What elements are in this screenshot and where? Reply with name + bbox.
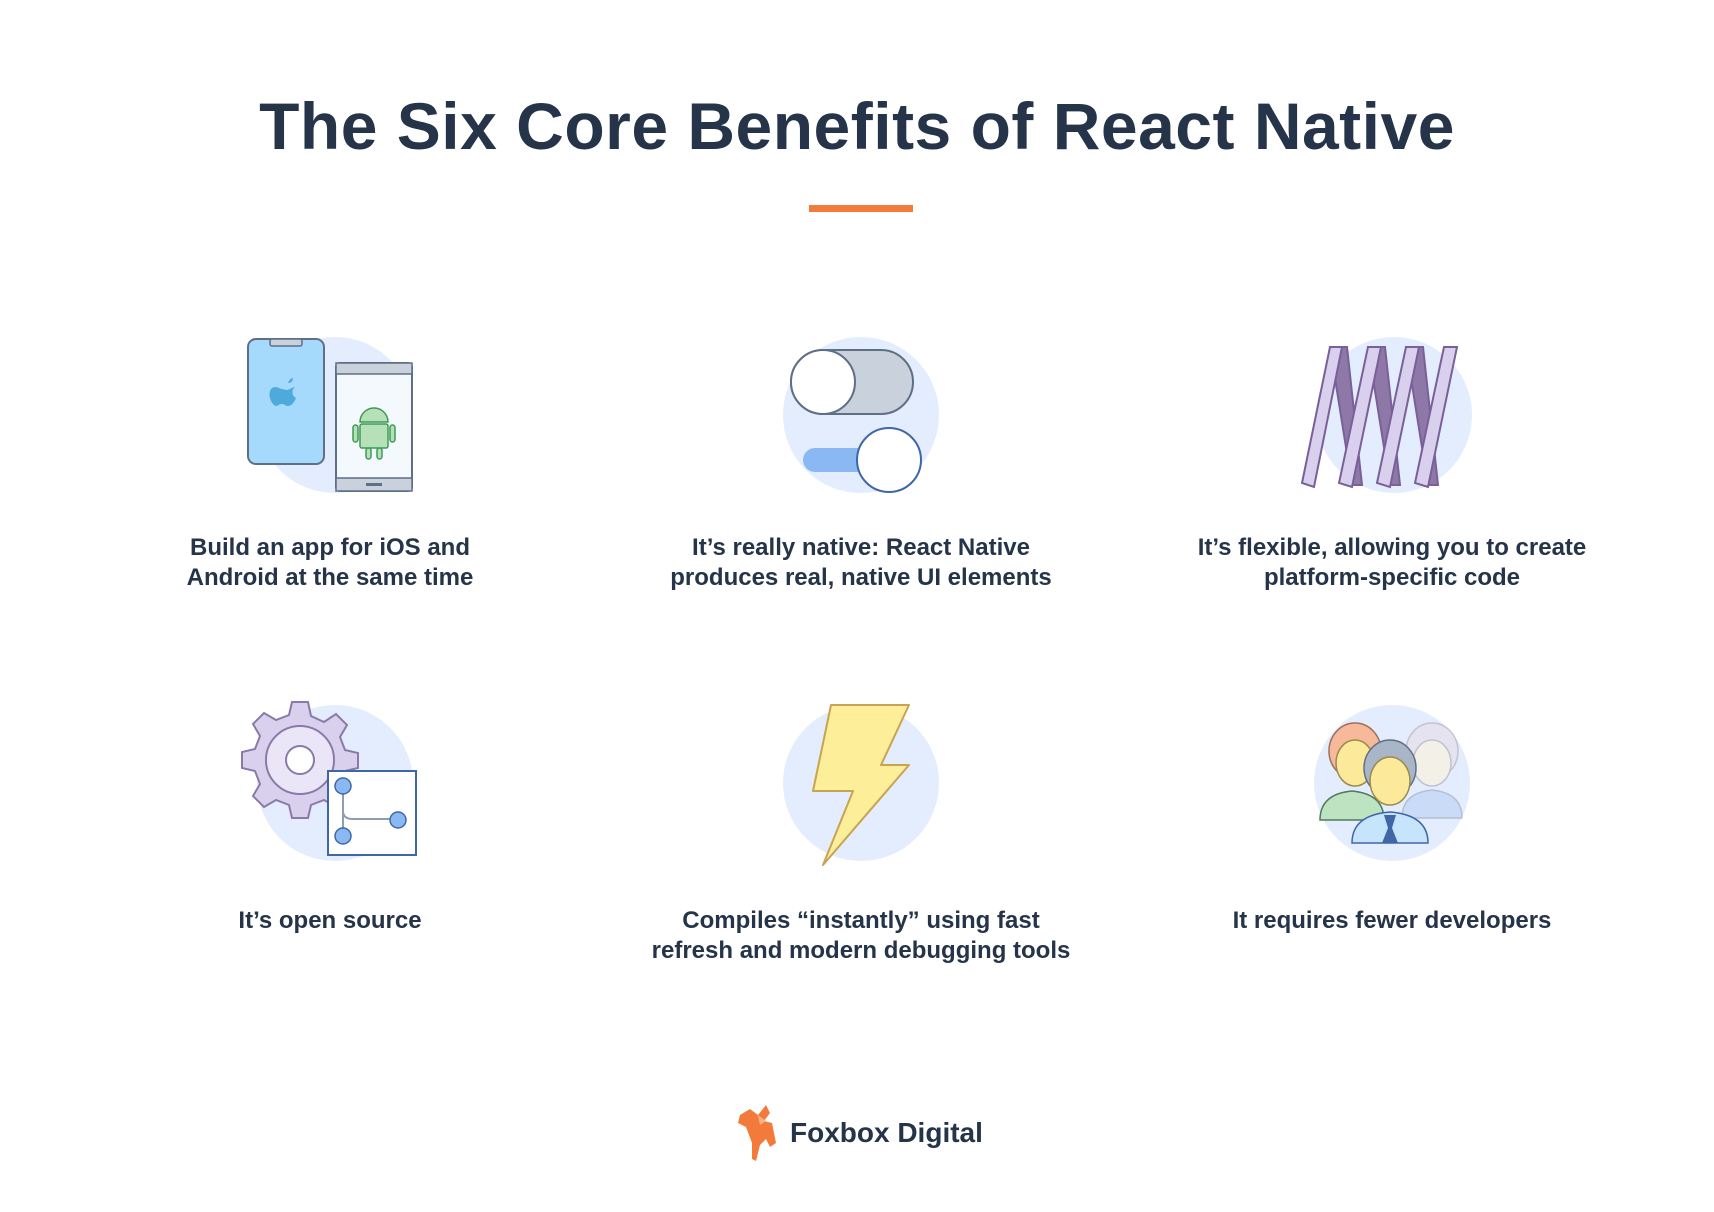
- benefit-caption-fast-refresh: Compiles “instantly” using fast refresh …: [591, 906, 1131, 966]
- gear-branch-icon: [241, 701, 417, 861]
- page-title: The Six Core Benefits of React Native: [259, 89, 1455, 163]
- caption-line: platform-specific code: [1263, 564, 1521, 591]
- developers-group-icon: [1314, 705, 1470, 861]
- benefit-caption-open-source: It’s open source: [60, 906, 600, 936]
- caption-line: Build an app for iOS and: [189, 534, 470, 561]
- benefit-caption-cross-platform: Build an app for iOS and Android at the …: [60, 533, 600, 593]
- title-underline: [809, 205, 913, 212]
- flexible-ribbons-icon: [1300, 337, 1472, 493]
- caption-line: It requires fewer developers: [1232, 907, 1552, 934]
- caption-line: It’s open source: [238, 907, 422, 934]
- lightning-bolt-icon: [783, 704, 939, 866]
- benefit-caption-flexible: It’s flexible, allowing you to create pl…: [1122, 533, 1662, 593]
- benefit-caption-fewer-developers: It requires fewer developers: [1122, 906, 1662, 936]
- caption-line: It’s really native: React Native: [692, 534, 1030, 561]
- caption-line: Compiles “instantly” using fast: [682, 907, 1040, 934]
- caption-line: It’s flexible, allowing you to create: [1197, 534, 1587, 561]
- brand-name: Foxbox Digital: [790, 1117, 983, 1148]
- fox-logo-icon: [738, 1105, 776, 1161]
- footer-logo: Foxbox Digital: [736, 1103, 983, 1163]
- toggle-switches-icon: [783, 337, 939, 493]
- caption-line: refresh and modern debugging tools: [651, 937, 1071, 964]
- caption-line: produces real, native UI elements: [670, 564, 1052, 591]
- caption-line: Android at the same time: [186, 564, 474, 591]
- ios-android-phones-icon: [247, 337, 413, 493]
- benefit-caption-native: It’s really native: React Native produce…: [591, 533, 1131, 593]
